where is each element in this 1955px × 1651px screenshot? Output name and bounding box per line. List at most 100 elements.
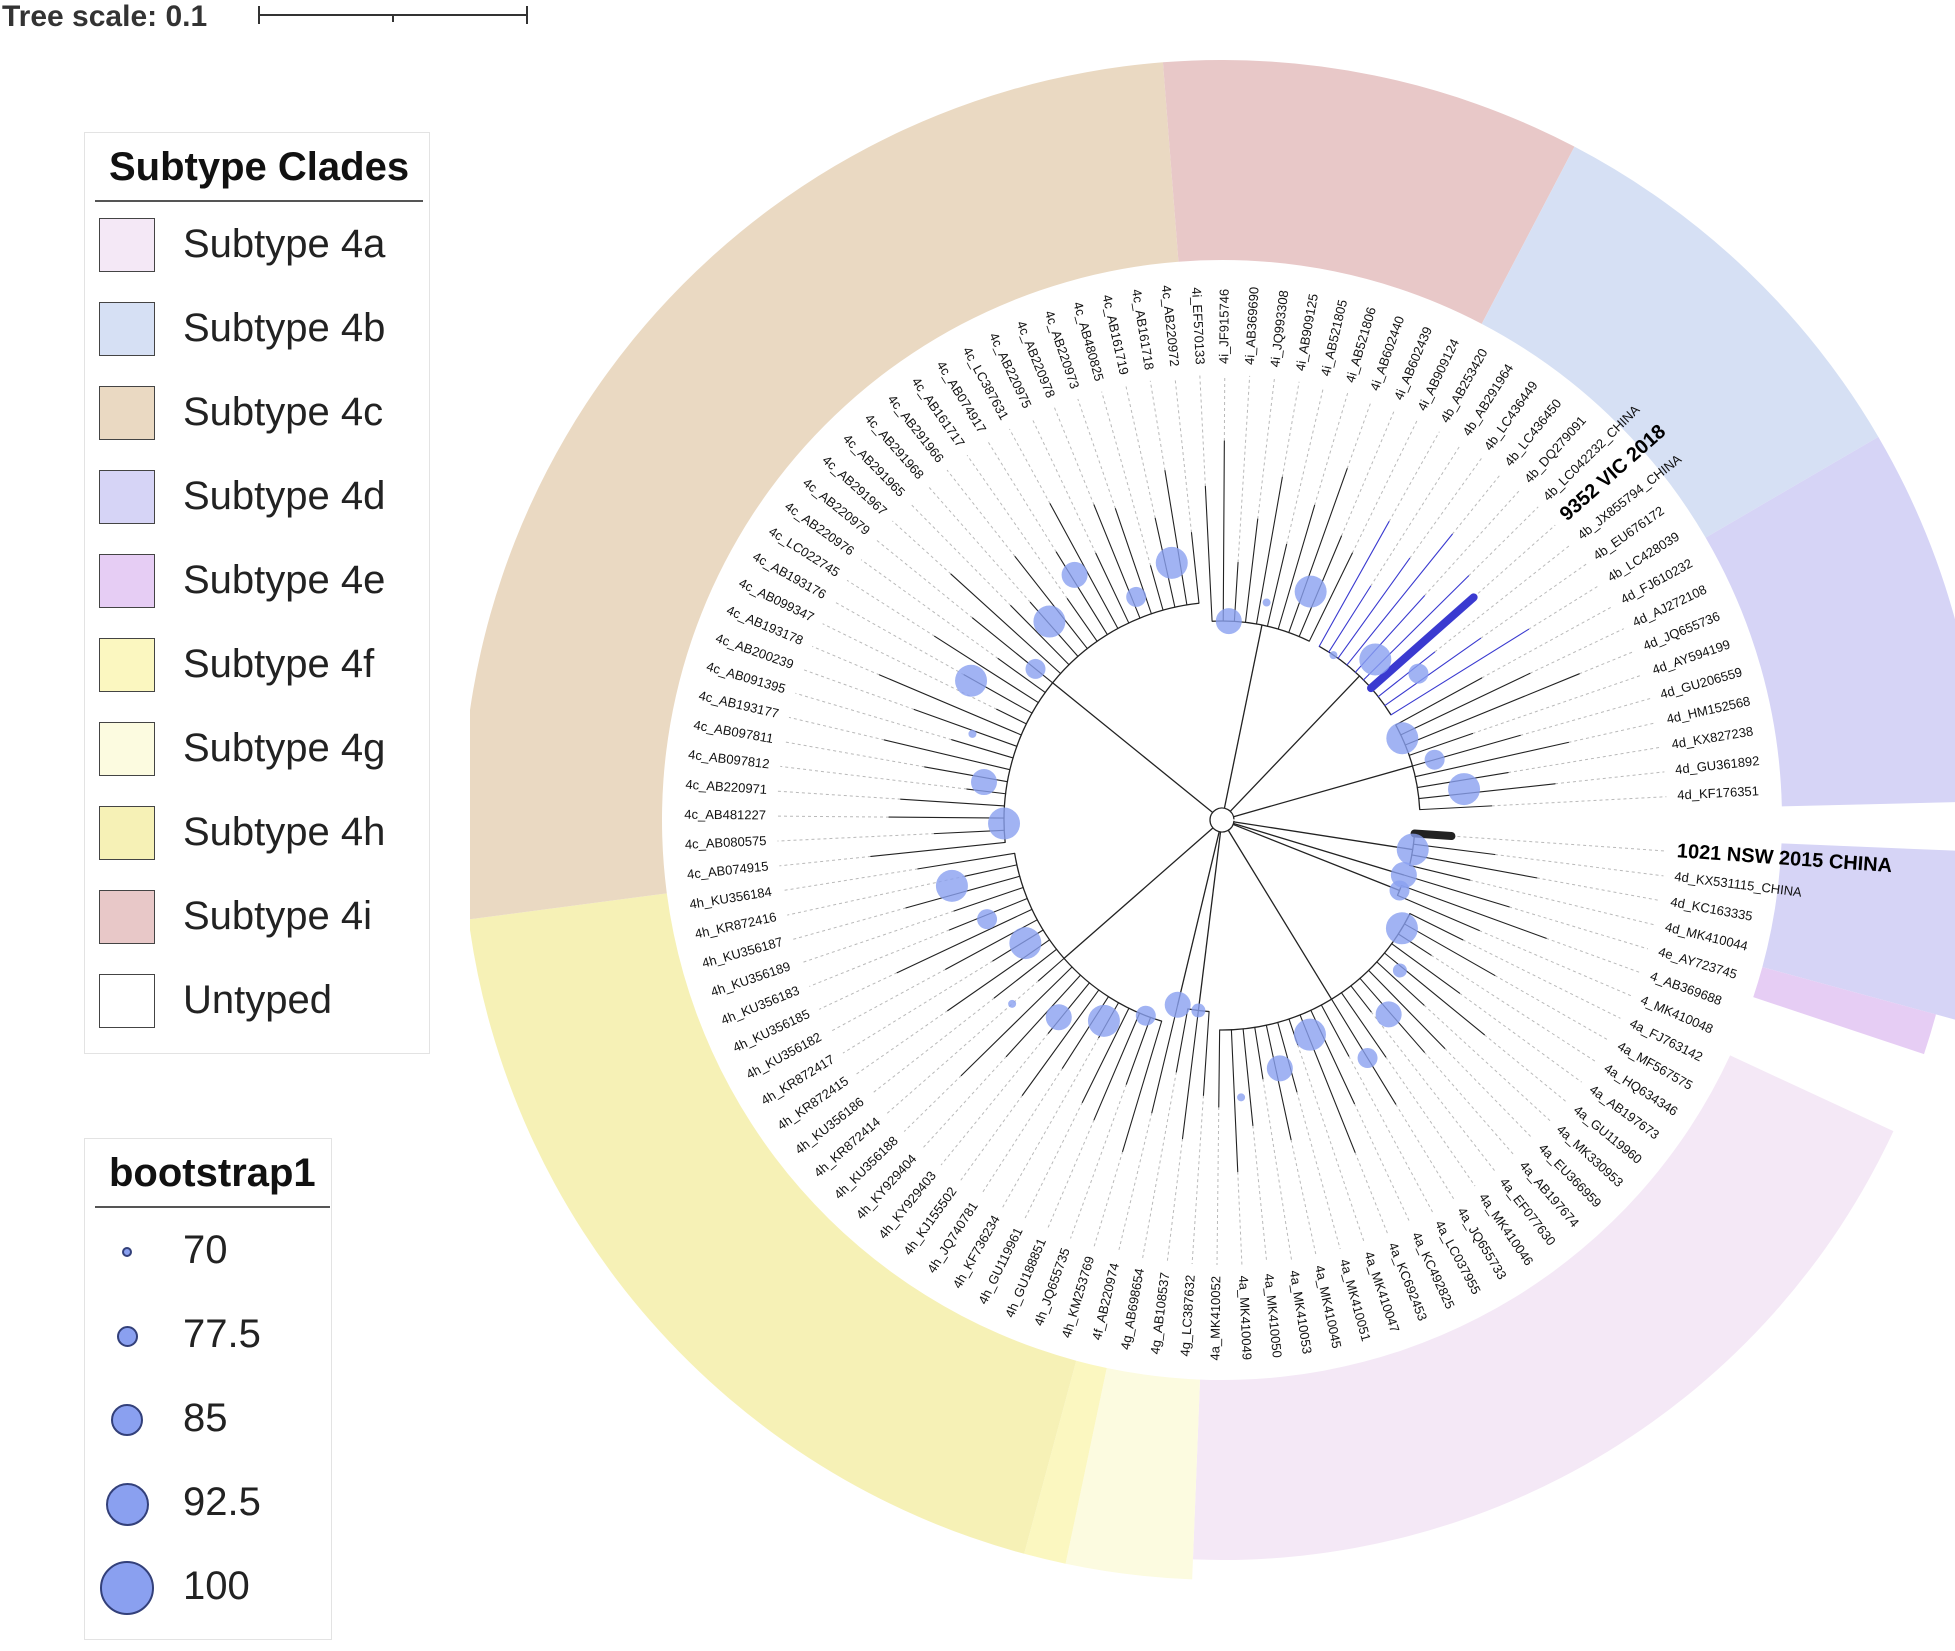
tree-branch xyxy=(1038,958,1064,980)
clade-swatch xyxy=(99,470,155,524)
clade-legend-label: Subtype 4b xyxy=(183,306,385,351)
leaf-guide-line xyxy=(1282,382,1299,478)
leaf-guide-line xyxy=(947,470,1015,556)
bootstrap-node xyxy=(1425,750,1445,770)
tree-branch xyxy=(1255,1027,1263,1078)
bootstrap-node xyxy=(1263,599,1271,607)
leaf-label: 4h_KR872416 xyxy=(693,909,777,941)
leaf-guide-line xyxy=(1175,377,1191,532)
tree-branch xyxy=(1183,1011,1199,1139)
tree-branch xyxy=(1351,986,1371,1012)
leaf-guide-line xyxy=(1192,1095,1203,1264)
leaf-label: 4c_AB220972 xyxy=(1159,284,1183,367)
leaf-guide-line xyxy=(1389,432,1439,522)
leaf-guide-line xyxy=(1094,1151,1122,1246)
tree-branch xyxy=(1338,558,1410,658)
leaf-guide-line xyxy=(1474,525,1556,597)
tree-branch xyxy=(889,817,1004,818)
leaf-label: 4c_AB220971 xyxy=(685,777,767,797)
leaf-guide-line xyxy=(783,869,918,891)
clade-legend-label: Subtype 4c xyxy=(183,390,383,435)
bootstrap-node xyxy=(1062,562,1088,588)
leaf-guide-line xyxy=(830,969,945,1031)
bootstrap-node xyxy=(1088,1005,1120,1037)
clade-legend-item: Subtype 4f xyxy=(85,624,429,708)
leaf-guide-line xyxy=(1463,940,1621,1018)
bootstrap-node xyxy=(1156,547,1188,579)
tree-branch xyxy=(1198,832,1220,1011)
leaf-label: 4i_AB521805 xyxy=(1318,298,1350,377)
tree-branch xyxy=(1234,766,1413,817)
tree-branch xyxy=(1419,784,1555,799)
bootstrap-node xyxy=(968,730,976,738)
tree-branch xyxy=(1224,625,1262,808)
leaf-guide-line xyxy=(1263,1079,1292,1260)
clade-legend-item: Subtype 4g xyxy=(85,708,429,792)
leaf-guide-line xyxy=(1238,376,1250,563)
bootstrap-legend-label: 77.5 xyxy=(183,1312,261,1357)
leaf-label: 4i_AB909125 xyxy=(1293,293,1321,372)
tree-branch xyxy=(997,709,1027,724)
leaf-label: 4d_KX827238 xyxy=(1670,723,1754,751)
bootstrap-size-dot xyxy=(100,1561,154,1615)
leaf-label: 4i_JQ993308 xyxy=(1267,289,1291,368)
leaf-label: 4c_AB481227 xyxy=(684,807,766,823)
clade-swatch xyxy=(99,890,155,944)
clade-legend-label: Subtype 4h xyxy=(183,810,385,855)
leaf-label: 4g_AB108537 xyxy=(1147,1271,1172,1355)
bootstrap-node xyxy=(1033,606,1065,638)
bootstrap-node xyxy=(1237,1093,1245,1101)
leaf-label: 4d_KC163335 xyxy=(1669,894,1753,924)
tree-branch xyxy=(1064,828,1213,958)
leaf-guide-line xyxy=(1445,1048,1533,1138)
tree-scale-tick-right xyxy=(526,6,528,24)
leaf-guide-line xyxy=(1003,1038,1099,1208)
leaf-guide-line xyxy=(784,742,925,767)
leaf-guide-line xyxy=(1200,376,1206,487)
leaf-guide-line xyxy=(1451,836,1665,851)
leaf-label: 4a_MK410045 xyxy=(1312,1264,1345,1350)
tree-branch xyxy=(1223,441,1224,621)
bootstrap-node xyxy=(1397,834,1429,866)
leaf-guide-line xyxy=(876,540,972,618)
leaf-guide-line xyxy=(1126,386,1155,519)
bootstrap-size-dot xyxy=(111,1404,143,1436)
leaf-guide-line xyxy=(1509,907,1648,949)
leaf-label: 4d_GU361892 xyxy=(1674,753,1760,777)
leaf-guide-line xyxy=(981,1068,1062,1194)
leaf-guide-line xyxy=(1118,1113,1152,1253)
leaf-guide-line xyxy=(1470,880,1655,925)
leaf-guide-line xyxy=(861,560,998,659)
bootstrap-node xyxy=(955,665,987,697)
leaf-guide-line xyxy=(812,646,879,674)
leaf-label: 4c_AB074915 xyxy=(686,859,769,882)
clade-legend-label: Subtype 4d xyxy=(183,474,385,519)
clade-legend-label: Subtype 4i xyxy=(183,894,372,939)
bootstrap-legend-item: 77.5 xyxy=(85,1294,331,1378)
bootstrap-node xyxy=(1191,1004,1205,1018)
leaf-guide-line xyxy=(1481,564,1587,638)
clade-legend-label: Untyped xyxy=(183,978,332,1023)
leaf-guide-line xyxy=(1238,1172,1242,1265)
bootstrap-legend-label: 92.5 xyxy=(183,1480,261,1525)
bootstrap-legend-item: 70 xyxy=(85,1210,331,1294)
leaf-label: 4a_MK410049 xyxy=(1236,1275,1255,1360)
bootstrap-node xyxy=(1386,722,1418,754)
clade-legend-label: Subtype 4e xyxy=(183,558,385,603)
bootstrap-node xyxy=(1448,773,1480,805)
leaf-guide-line xyxy=(892,521,951,574)
leaf-label: 4c_AB161719 xyxy=(1100,293,1132,376)
leaf-label: 4g_LC387632 xyxy=(1177,1274,1197,1357)
leaf-guide-line xyxy=(1150,381,1165,471)
leaf-guide-line xyxy=(1258,378,1275,519)
leaf-guide-line xyxy=(1352,420,1417,553)
leaf-guide-line xyxy=(1520,699,1650,736)
tree-branch xyxy=(1067,599,1097,642)
leaf-guide-line xyxy=(778,791,901,799)
leaf-guide-line xyxy=(1341,410,1394,536)
leaf-guide-line xyxy=(1298,1045,1364,1242)
leaf-guide-line xyxy=(1424,490,1520,596)
bootstrap-node xyxy=(1386,912,1418,944)
